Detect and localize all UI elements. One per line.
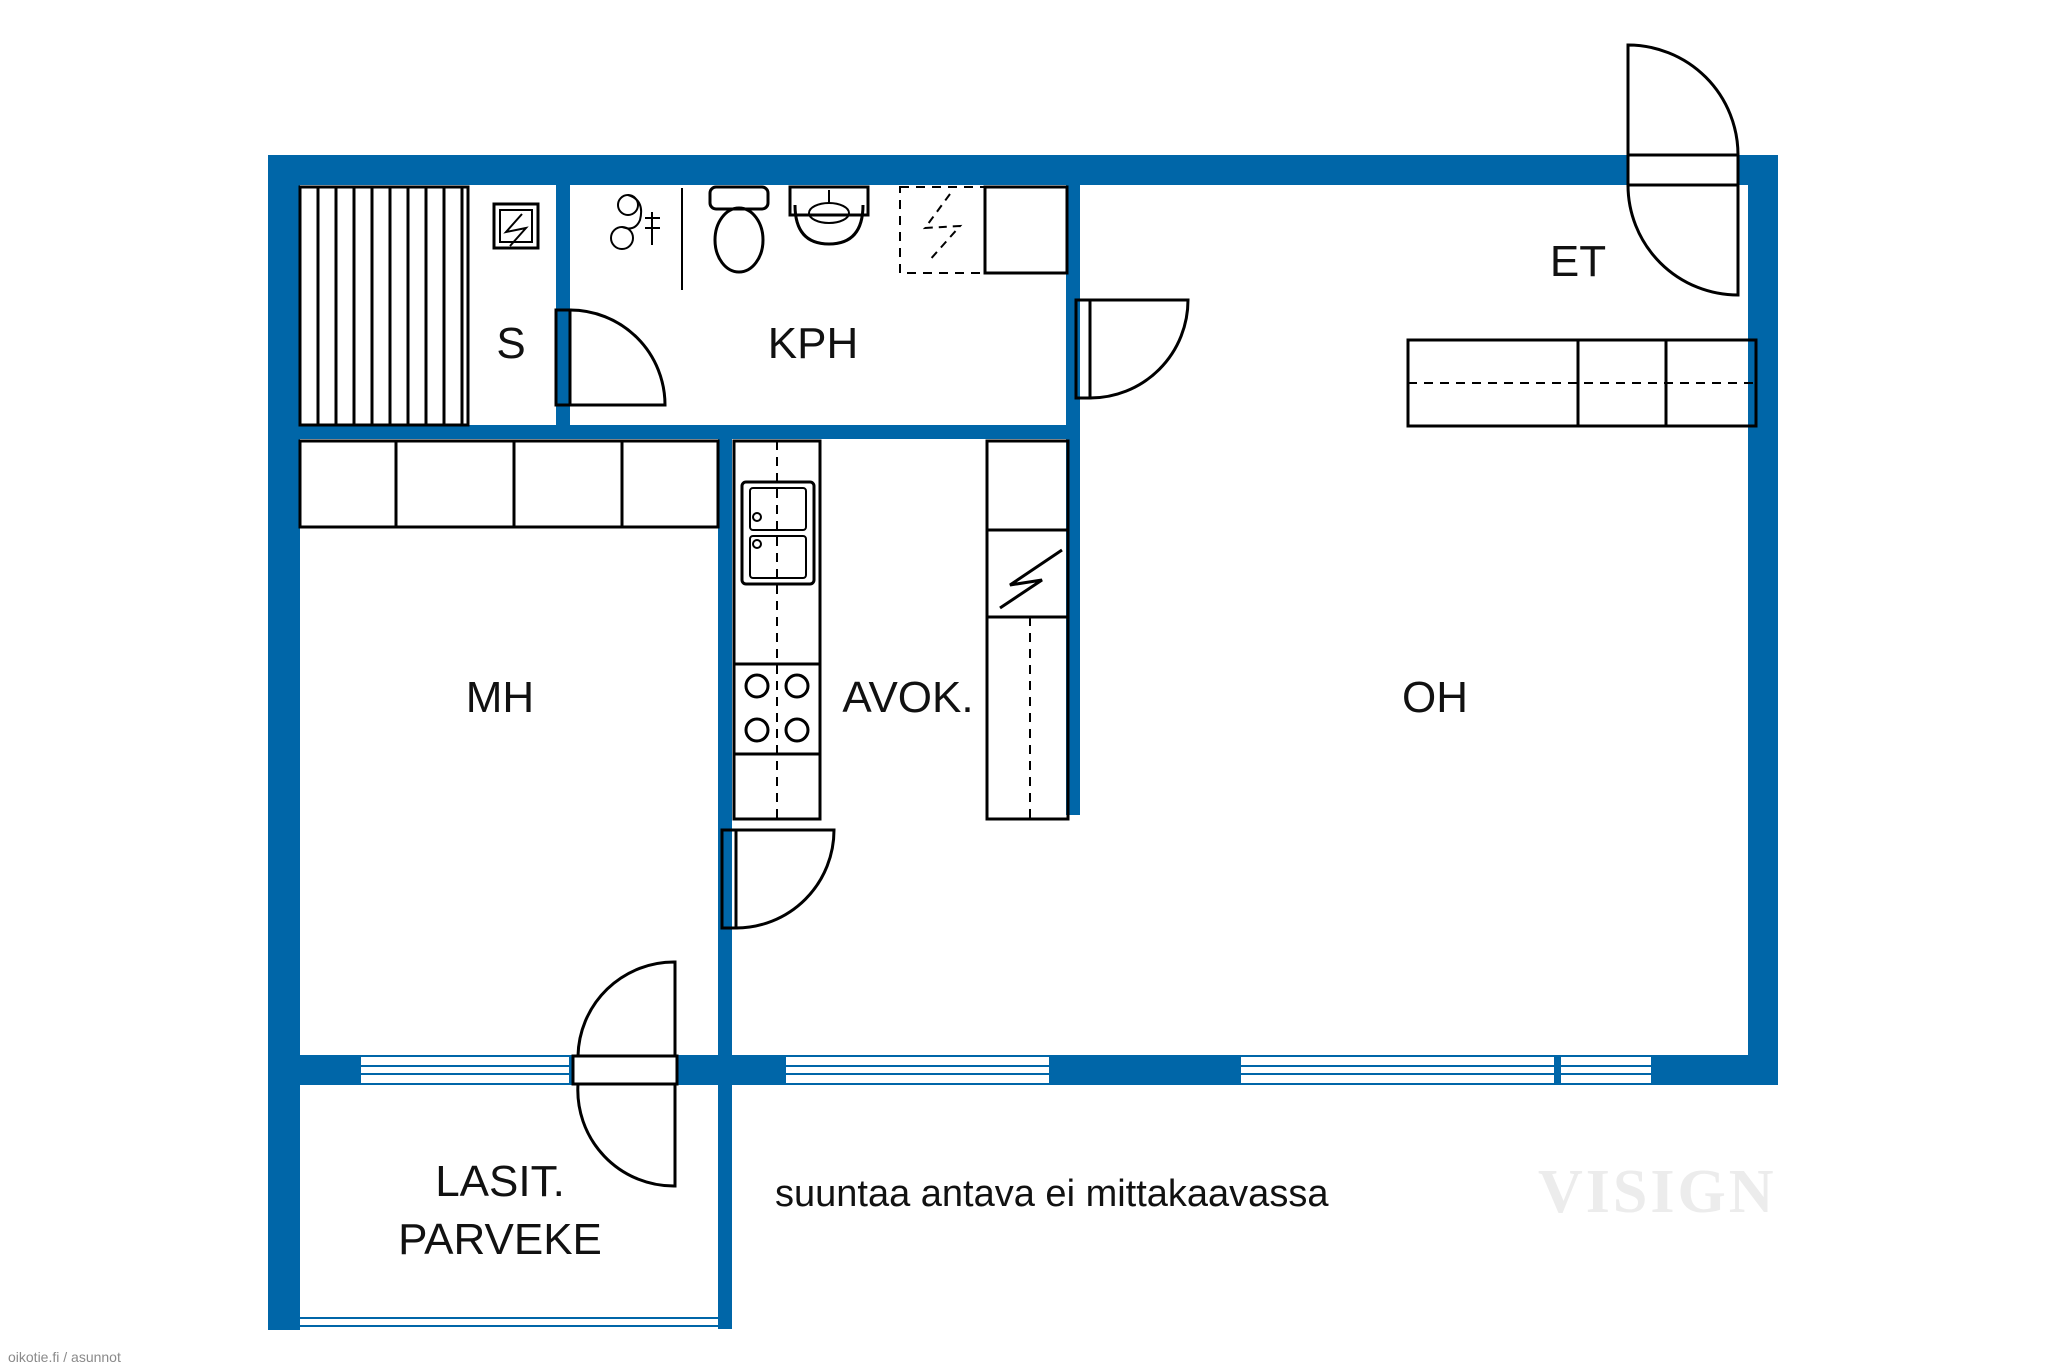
room-label-entry: ET <box>1550 237 1606 286</box>
walls <box>268 155 1778 1330</box>
windows <box>359 1055 1653 1085</box>
scale-note: suuntaa antava ei mittakaavassa <box>775 1173 1329 1215</box>
sauna-bench <box>298 185 470 427</box>
room-label-balcony-line2: PARVEKE <box>398 1215 602 1264</box>
front-door <box>1626 43 1740 297</box>
stove-icon <box>744 673 810 743</box>
bedroom-door <box>720 828 836 930</box>
source-label: oikotie.fi / asunnot <box>8 1349 121 1365</box>
room-label-bedroom: MH <box>466 673 534 722</box>
bedroom-wardrobe <box>298 439 720 529</box>
entry-wardrobe <box>1406 338 1758 428</box>
toilet-icon <box>708 185 770 274</box>
room-label-living-room: OH <box>1402 673 1468 722</box>
bathroom-cabinets <box>899 185 1069 275</box>
balcony-glazing <box>285 1085 732 1327</box>
kitchen-sink-icon <box>740 480 816 586</box>
bathroom-door <box>1074 298 1190 400</box>
kitchen-counter <box>732 439 822 821</box>
room-label-balcony-line1: LASIT. <box>435 1157 565 1206</box>
sauna-stove-icon <box>492 202 540 250</box>
room-label-kitchen: AVOK. <box>842 673 973 722</box>
balcony-door <box>571 960 679 1188</box>
room-label-bathroom: KPH <box>768 319 858 368</box>
room-label-sauna: S <box>496 319 525 368</box>
watermark: VISIGN <box>1538 1158 1777 1226</box>
sink-icon <box>788 185 870 246</box>
kitchen-tall-units <box>985 439 1070 821</box>
sauna-door <box>554 308 667 407</box>
shower-icon <box>610 188 683 290</box>
